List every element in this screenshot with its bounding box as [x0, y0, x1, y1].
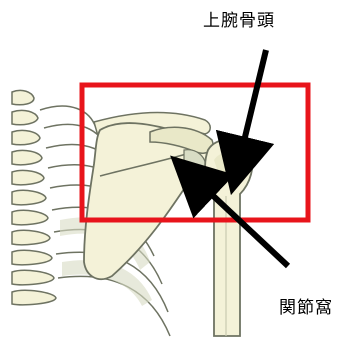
- spine: [12, 90, 56, 304]
- humeral-head-label: 上腕骨頭: [203, 6, 275, 31]
- glenoid-fossa-label: 関節窩: [279, 293, 333, 318]
- arrow-down-icon: [238, 50, 266, 166]
